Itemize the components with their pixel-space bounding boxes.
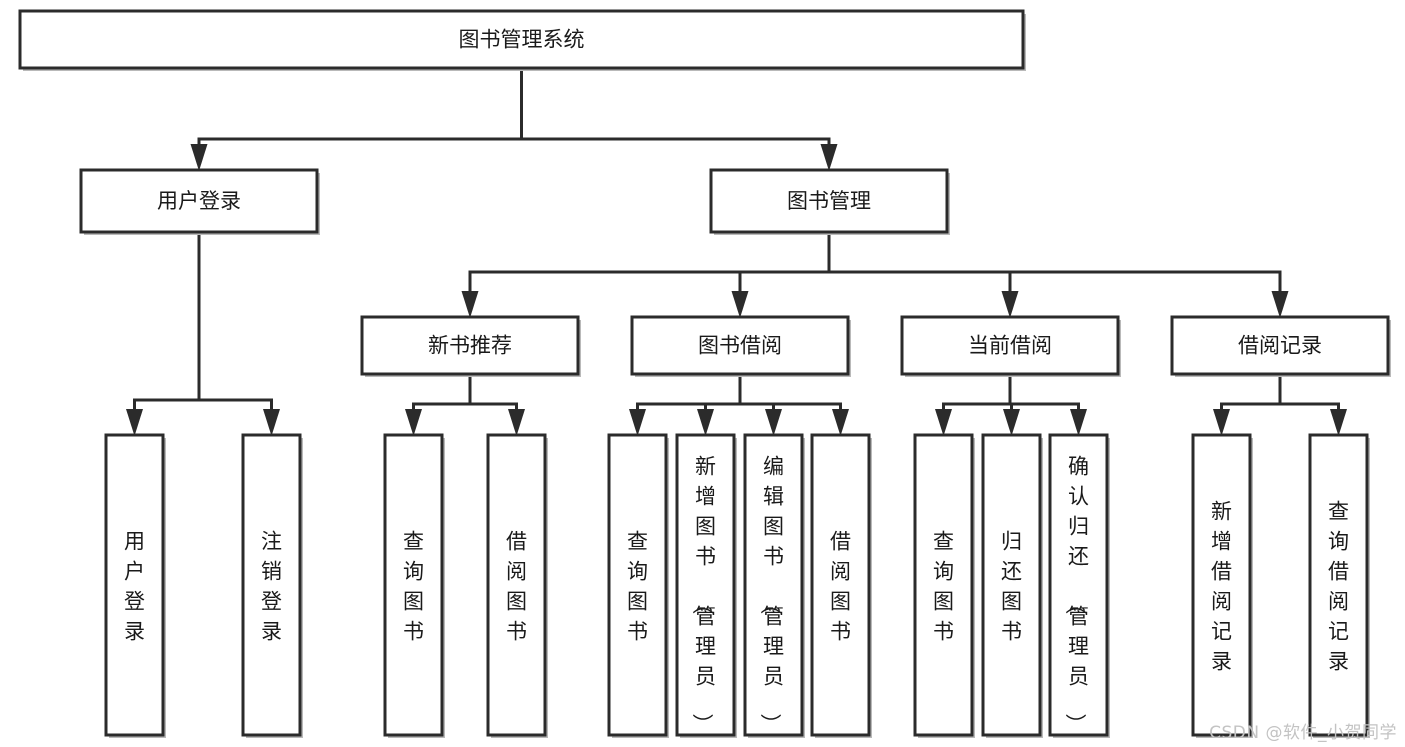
node-borrow-record[interactable]: 借阅记录	[1170, 315, 1391, 377]
node-rect[interactable]	[900, 315, 1120, 376]
connector-layer	[126, 66, 1347, 436]
arrow-head-icon	[1070, 409, 1087, 436]
node-label: 图书管理系统	[459, 28, 585, 52]
node-label: 编辑图书（管理员）	[758, 454, 784, 734]
node-rect[interactable]	[743, 433, 804, 737]
arrow-head-icon	[190, 144, 208, 171]
node-leaf-edit-book[interactable]: 编辑图书（管理员）	[743, 433, 805, 738]
arrow-head-icon	[935, 409, 952, 436]
node-rect[interactable]	[675, 433, 736, 737]
connector-group-book-manage	[461, 230, 1289, 318]
node-label: 用户登录	[157, 189, 241, 213]
node-label: 借阅图书	[506, 529, 527, 643]
node-label: 新增借阅记录	[1211, 499, 1232, 673]
node-leaf-borrow-book-2[interactable]: 借阅图书	[810, 433, 872, 738]
arrow-head-icon	[263, 409, 280, 436]
node-current-borrow[interactable]: 当前借阅	[900, 315, 1121, 377]
arrow-head-icon	[765, 409, 782, 436]
node-rect[interactable]	[79, 168, 319, 234]
node-label: 查询图书	[403, 529, 424, 643]
arrow-head-icon	[126, 409, 143, 436]
node-leaf-query-book-3[interactable]: 查询图书	[913, 433, 975, 738]
node-rect[interactable]	[104, 433, 165, 737]
node-label: 借阅记录	[1238, 334, 1322, 358]
arrow-head-icon	[731, 291, 749, 318]
node-leaf-logout[interactable]: 注销登录	[241, 433, 303, 738]
arrow-head-icon	[697, 409, 714, 436]
connector-group-user-login	[126, 230, 280, 436]
node-rect[interactable]	[360, 315, 580, 376]
node-leaf-confirm-return[interactable]: 确认归还（管理员）	[1048, 433, 1110, 738]
node-label: 新增图书（管理员）	[690, 454, 716, 734]
node-rect[interactable]	[1191, 433, 1252, 737]
arrow-head-icon	[1001, 291, 1019, 318]
node-label: 归还图书	[1001, 529, 1022, 643]
node-rect[interactable]	[18, 9, 1025, 70]
node-rect[interactable]	[383, 433, 444, 737]
node-rect[interactable]	[981, 433, 1042, 737]
arrow-head-icon	[820, 144, 838, 171]
node-rect[interactable]	[913, 433, 974, 737]
arrow-head-icon	[508, 409, 525, 436]
arrow-head-icon	[1330, 409, 1347, 436]
node-label: 当前借阅	[968, 334, 1052, 358]
node-label: 新书推荐	[428, 334, 512, 358]
node-rect[interactable]	[1170, 315, 1390, 376]
node-book-manage[interactable]: 图书管理	[709, 168, 950, 235]
node-label: 查询图书	[933, 529, 954, 643]
node-rect[interactable]	[1048, 433, 1109, 737]
connector-group-borrow-record	[1213, 372, 1347, 436]
node-leaf-query-book-1[interactable]: 查询图书	[383, 433, 445, 738]
arrow-head-icon	[1003, 409, 1020, 436]
node-root[interactable]: 图书管理系统	[18, 9, 1026, 71]
connector-group-book-borrow	[629, 372, 849, 436]
arrow-head-icon	[1213, 409, 1230, 436]
node-rect[interactable]	[241, 433, 302, 737]
arrow-head-icon	[461, 291, 479, 318]
node-label: 借阅图书	[830, 529, 851, 643]
node-rect[interactable]	[630, 315, 850, 376]
node-layer: 图书管理系统用户登录图书管理新书推荐图书借阅当前借阅借阅记录用户登录注销登录查询…	[18, 9, 1391, 738]
node-leaf-add-record[interactable]: 新增借阅记录	[1191, 433, 1253, 738]
node-label: 查询图书	[627, 529, 648, 643]
node-label: 注销登录	[261, 529, 282, 643]
node-book-borrow[interactable]: 图书借阅	[630, 315, 851, 377]
node-label: 用户登录	[124, 529, 145, 643]
node-label: 图书借阅	[698, 334, 782, 358]
node-label: 确认归还（管理员）	[1063, 454, 1089, 734]
node-label: 图书管理	[787, 189, 871, 213]
node-leaf-query-book-2[interactable]: 查询图书	[607, 433, 669, 738]
arrow-head-icon	[832, 409, 849, 436]
node-leaf-return-book[interactable]: 归还图书	[981, 433, 1043, 738]
connector-group-new-book-recommend	[405, 372, 525, 436]
node-user-login[interactable]: 用户登录	[79, 168, 320, 235]
node-new-book-recommend[interactable]: 新书推荐	[360, 315, 581, 377]
node-leaf-user-login[interactable]: 用户登录	[104, 433, 166, 738]
node-leaf-add-book[interactable]: 新增图书（管理员）	[675, 433, 737, 738]
node-rect[interactable]	[1308, 433, 1369, 737]
watermark-label: CSDN @软件_小贺同学	[1209, 723, 1397, 743]
node-rect[interactable]	[709, 168, 949, 234]
node-rect[interactable]	[607, 433, 668, 737]
node-leaf-borrow-book-1[interactable]: 借阅图书	[486, 433, 548, 738]
node-rect[interactable]	[486, 433, 547, 737]
node-rect[interactable]	[810, 433, 871, 737]
node-leaf-query-record[interactable]: 查询借阅记录	[1308, 433, 1370, 738]
connector-group-current-borrow	[935, 372, 1087, 436]
arrow-head-icon	[629, 409, 646, 436]
node-label: 查询借阅记录	[1328, 499, 1349, 673]
arrow-head-icon	[1271, 291, 1289, 318]
arrow-head-icon	[405, 409, 422, 436]
connector-group-root	[190, 66, 838, 171]
